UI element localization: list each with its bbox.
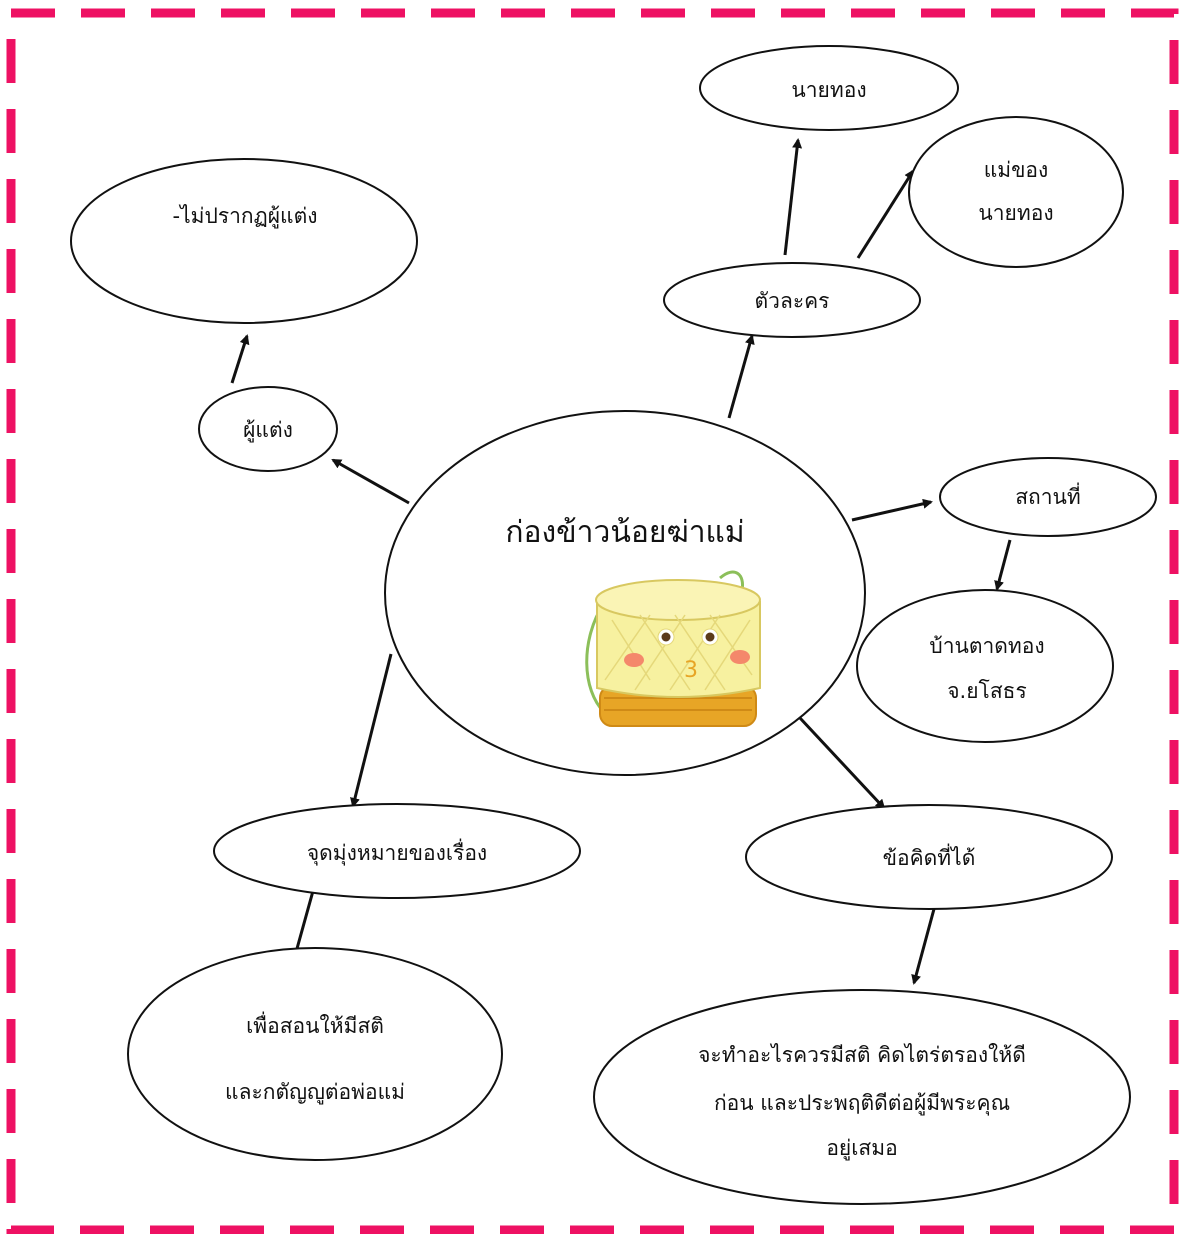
lesson-detail-line2: ก่อน และประพฤติดีต่อผู้มีพระคุณ [714, 1091, 1010, 1116]
arrow-author-to-detail [230, 334, 250, 384]
basket-body [596, 601, 761, 698]
basket-mouth: 3 [684, 658, 698, 683]
basket-strap-top [719, 570, 745, 591]
purpose-label: จุดมุ่งหมายของเรื่อง [307, 838, 487, 866]
purpose-detail-node: เพื่อสอนให้มีสติ และกตัญญูต่อพ่อแม่ [127, 947, 503, 1161]
center-node: ก่องข้าวน้อยฆ่าแม่ 3 [384, 410, 866, 776]
arrow-lesson-to-detail [911, 908, 936, 985]
purpose-ellipse [213, 803, 581, 899]
basket-pupil-right [705, 632, 715, 642]
place-detail-line1: บ้านตาดทอง [929, 634, 1044, 658]
arrow-center-to-lesson [798, 716, 886, 810]
characters-node: ตัวละคร [663, 262, 921, 338]
place-ellipse [939, 457, 1157, 537]
arrow-center-to-characters [727, 334, 755, 419]
purpose-detail-ellipse [127, 947, 503, 1161]
place-detail-ellipse [856, 589, 1114, 743]
sticky-rice-basket-icon: 3 [585, 570, 761, 727]
character-naithong-ellipse [699, 45, 959, 131]
arrow-characters-to-naithong [783, 138, 803, 256]
purpose-detail-line2: และกตัญญูต่อพ่อแม่ [225, 1080, 405, 1105]
lesson-label: ข้อคิดที่ได้ [883, 843, 976, 870]
author-detail-ellipse [70, 158, 418, 324]
arrow-characters-to-mother [856, 169, 915, 259]
basket-lid [595, 579, 761, 621]
basket-cheek-left [624, 653, 644, 667]
basket-cheek-right [730, 650, 750, 664]
lesson-ellipse [745, 804, 1113, 910]
characters-label: ตัวละคร [755, 289, 830, 313]
arrow-place-to-detail [994, 539, 1012, 591]
basket-weave [604, 614, 753, 691]
place-label: สถานที่ [1015, 482, 1081, 509]
arrow-center-to-place [851, 498, 933, 522]
purpose-node: จุดมุ่งหมายของเรื่อง [213, 803, 581, 899]
arrow-center-to-purpose [350, 653, 393, 808]
basket-pupil-left [661, 632, 671, 642]
character-naithong-text: นายทอง [791, 78, 866, 102]
author-detail-text: -ไม่ปรากฏผู้แต่ง [173, 204, 318, 229]
author-node: ผู้แต่ง [198, 386, 338, 472]
center-title: ก่องข้าวน้อยฆ่าแม่ [505, 515, 744, 550]
character-mother-ellipse [908, 116, 1124, 268]
character-mother-line1: แม่ของ [984, 158, 1049, 182]
purpose-detail-line1: เพื่อสอนให้มีสติ [246, 1011, 384, 1038]
place-detail-line2: จ.ยโสธร [947, 679, 1026, 703]
author-detail-node: -ไม่ปรากฏผู้แต่ง [70, 158, 418, 324]
author-ellipse [198, 386, 338, 472]
dashed-border-frame [6, 8, 1179, 1234]
lesson-detail-line1: จะทำอะไรควรมีสติ คิดไตร่ตรองให้ดี [698, 1043, 1026, 1067]
characters-ellipse [663, 262, 921, 338]
arrow-center-to-author [331, 458, 410, 505]
character-mother-node: แม่ของ นายทอง [908, 116, 1124, 268]
lesson-node: ข้อคิดที่ได้ [745, 804, 1113, 910]
author-label: ผู้แต่ง [243, 418, 293, 443]
character-naithong-node: นายทอง [699, 45, 959, 131]
lesson-detail-ellipse [593, 989, 1131, 1205]
character-mother-line2: นายทอง [978, 201, 1053, 225]
place-node: สถานที่ [939, 457, 1157, 537]
lesson-detail-node: จะทำอะไรควรมีสติ คิดไตร่ตรองให้ดี ก่อน แ… [593, 989, 1131, 1205]
lesson-detail-line3: อยู่เสมอ [826, 1136, 897, 1161]
place-detail-node: บ้านตาดทอง จ.ยโสธร [856, 589, 1114, 743]
